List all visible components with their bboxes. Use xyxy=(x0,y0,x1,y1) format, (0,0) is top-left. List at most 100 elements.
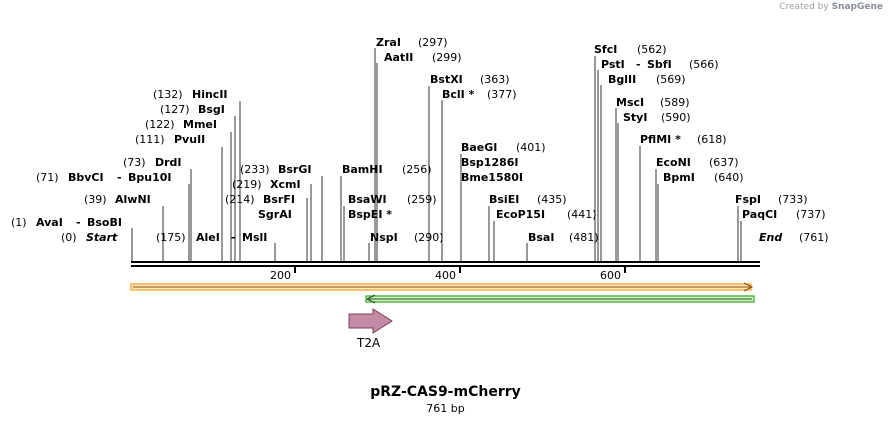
site-pos-EcoP15I: (441) xyxy=(567,208,597,221)
svg-text:(590): (590) xyxy=(661,111,691,124)
site-label-PstI: PstI xyxy=(601,58,625,71)
site-pos-BsiEI: (435) xyxy=(537,193,567,206)
site-label-MmeI: MmeI xyxy=(183,118,217,131)
svg-text:PvuII: PvuII xyxy=(174,133,205,146)
svg-text:(127): (127) xyxy=(160,103,190,116)
site-label-EcoNI: EcoNI xyxy=(656,156,691,169)
tick-600: 600 xyxy=(600,266,626,282)
svg-text:MscI: MscI xyxy=(616,96,644,109)
svg-text:(640): (640) xyxy=(714,171,744,184)
svg-text:(219): (219) xyxy=(232,178,262,191)
tick-200: 200 xyxy=(270,266,296,282)
site-pos-BbvCI: (71) xyxy=(36,171,59,184)
svg-text:(435): (435) xyxy=(537,193,567,206)
site-label-MslI: MslI xyxy=(242,231,267,244)
svg-text:(214): (214) xyxy=(225,193,255,206)
site-label-BsaWI: BsaWI xyxy=(348,193,387,206)
svg-text:(737): (737) xyxy=(796,208,826,221)
svg-text:Bpu10I: Bpu10I xyxy=(128,171,172,184)
feature-green[interactable] xyxy=(365,294,755,304)
site-pos-MscI: (589) xyxy=(660,96,690,109)
svg-text:MmeI: MmeI xyxy=(183,118,217,131)
site-pos-BsrGI: (233) xyxy=(240,163,270,176)
site-label-BclI: BclI xyxy=(442,88,465,101)
svg-text:NspI: NspI xyxy=(370,231,398,244)
svg-text:(297): (297) xyxy=(418,36,448,49)
site-label-PaqCI: PaqCI xyxy=(742,208,777,221)
site-leader-lines xyxy=(131,48,742,262)
svg-text:(256): (256) xyxy=(402,163,432,176)
feature-t2a[interactable] xyxy=(348,308,393,334)
svg-text:-: - xyxy=(636,58,641,71)
site-pos-BsgI: (127) xyxy=(160,103,190,116)
tick-label-200: 200 xyxy=(270,269,291,282)
svg-text:BsaWI: BsaWI xyxy=(348,193,387,206)
site-pos-BsrFI: (214) xyxy=(225,193,255,206)
end-position: (761) xyxy=(799,231,829,244)
site-labels: (1) AvaI - BsoBI (39) AlwNI (71) BbvCI -… xyxy=(11,36,829,244)
site-pos-PaqCI: (737) xyxy=(796,208,826,221)
svg-text:(233): (233) xyxy=(240,163,270,176)
svg-text:BglII: BglII xyxy=(608,73,636,86)
site-pos-AvaI: (1) xyxy=(11,216,27,229)
svg-text:(71): (71) xyxy=(36,171,59,184)
svg-text:(111): (111) xyxy=(135,133,165,146)
site-label-MscI: MscI xyxy=(616,96,644,109)
site-label-AlwNI: AlwNI xyxy=(115,193,151,206)
svg-text:BclI *: BclI * xyxy=(442,88,475,101)
site-pos-AleI: (175) xyxy=(156,231,186,244)
site-pos-StyI: (590) xyxy=(661,111,691,124)
site-label-PflMI: PflMI xyxy=(640,133,671,146)
svg-text:MslI: MslI xyxy=(242,231,267,244)
site-pos-BsaWI: (259) xyxy=(407,193,437,206)
site-pos-HincII: (132) xyxy=(153,88,183,101)
svg-text:-: - xyxy=(231,231,236,244)
site-label-SfcI: SfcI xyxy=(594,43,617,56)
svg-text:(481): (481) xyxy=(569,231,599,244)
site-label-BstXI: BstXI xyxy=(430,73,463,86)
svg-text:SbfI: SbfI xyxy=(647,58,672,71)
svg-text:Bsp1286I: Bsp1286I xyxy=(461,156,519,169)
site-label-XcmI: XcmI xyxy=(270,178,301,191)
svg-text:(618): (618) xyxy=(697,133,727,146)
svg-text:FspI: FspI xyxy=(735,193,761,206)
svg-text:BsiEI: BsiEI xyxy=(489,193,519,206)
site-pos-BpmI: (640) xyxy=(714,171,744,184)
site-label-AleI: AleI xyxy=(196,231,220,244)
svg-text:(363): (363) xyxy=(480,73,510,86)
site-label-BbvCI: BbvCI xyxy=(68,171,104,184)
svg-text:EcoP15I: EcoP15I xyxy=(496,208,545,221)
site-pos-BglII: (569) xyxy=(656,73,686,86)
site-label-BsgI: BsgI xyxy=(198,103,225,116)
svg-text:XcmI: XcmI xyxy=(270,178,301,191)
svg-text:BsrFI: BsrFI xyxy=(263,193,295,206)
svg-text:Start: Start xyxy=(86,231,118,244)
svg-text:AvaI: AvaI xyxy=(36,216,63,229)
site-pos-BstXI: (363) xyxy=(480,73,510,86)
site-label-EcoP15I: EcoP15I xyxy=(496,208,545,221)
svg-text:(569): (569) xyxy=(656,73,686,86)
svg-text:HincII: HincII xyxy=(192,88,228,101)
svg-text:(175): (175) xyxy=(156,231,186,244)
svg-text:(73): (73) xyxy=(123,156,146,169)
site-pos-PflMI: (618) xyxy=(697,133,727,146)
svg-text:ZraI: ZraI xyxy=(376,36,401,49)
map-title: pRZ-CAS9-mCherry xyxy=(370,384,521,400)
site-label-BglII: BglII xyxy=(608,73,636,86)
svg-text:EcoNI: EcoNI xyxy=(656,156,691,169)
svg-text:(290): (290) xyxy=(414,231,444,244)
svg-text:(0): (0) xyxy=(61,231,77,244)
site-pos-PstI: (566) xyxy=(689,58,719,71)
site-label-NspI: NspI xyxy=(370,231,398,244)
site-pos-FspI: (733) xyxy=(778,193,808,206)
start-label: Start xyxy=(86,231,118,244)
feature-orange[interactable] xyxy=(130,282,754,292)
site-pos-XcmI: (219) xyxy=(232,178,262,191)
site-label-AatII: AatII xyxy=(384,51,413,64)
site-label-BsrFI: BsrFI xyxy=(263,193,295,206)
start-position: (0) xyxy=(61,231,77,244)
site-label-PvuII: PvuII xyxy=(174,133,205,146)
site-label-DrdI: DrdI xyxy=(155,156,182,169)
svg-text:(259): (259) xyxy=(407,193,437,206)
